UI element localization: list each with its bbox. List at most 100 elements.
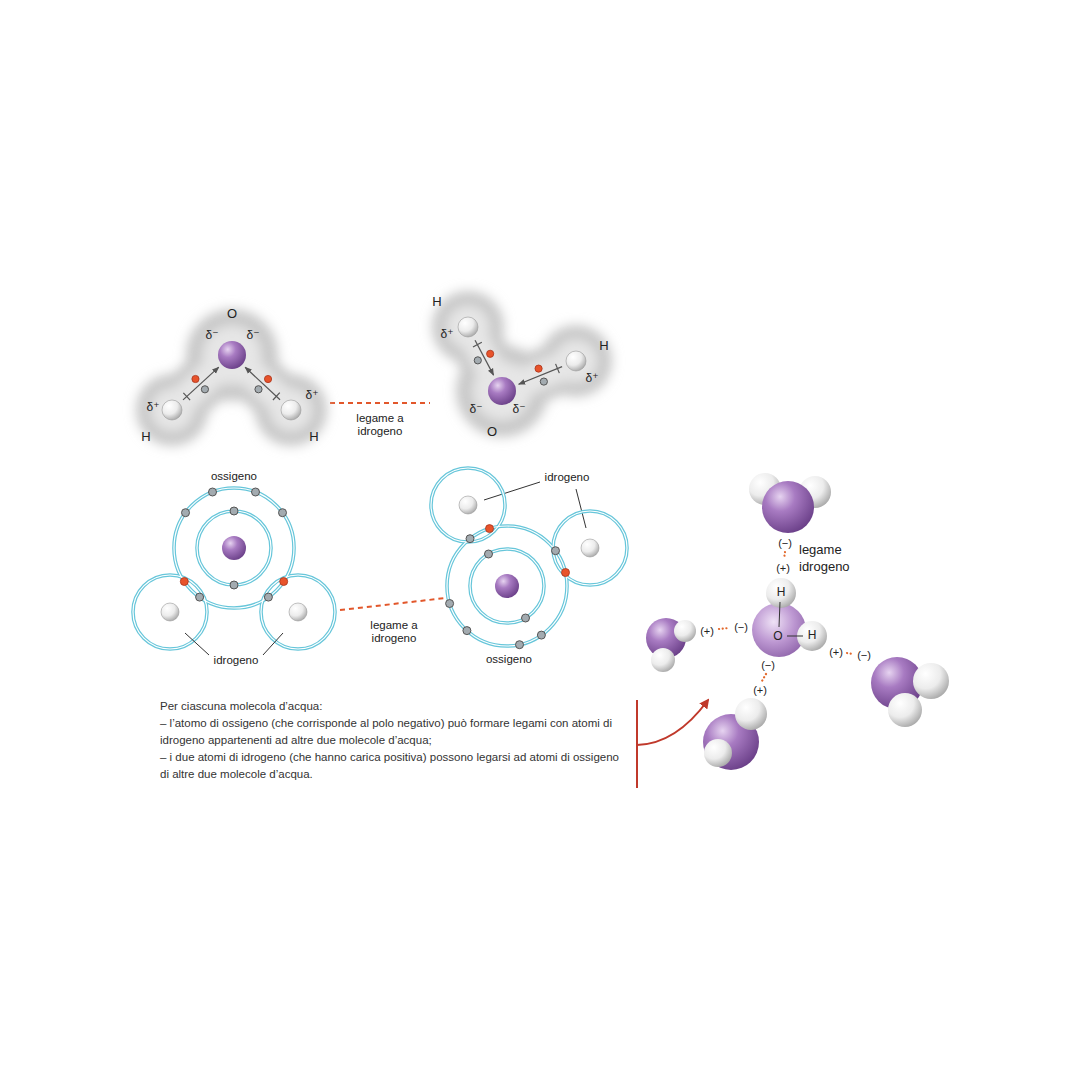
- shared-electron: [535, 365, 542, 372]
- hydrogen-bond-line: [340, 598, 446, 610]
- bohr-model-water-right-part: [552, 547, 560, 555]
- bohr-model-water-left-part: [182, 509, 190, 517]
- bohr-model-water-left-part: [174, 488, 294, 608]
- water-cluster-part: [847, 653, 853, 654]
- shared-electron: [487, 350, 494, 357]
- water-cluster-part: [752, 603, 806, 657]
- electron-cloud: [446, 305, 598, 421]
- partial-charge-label: δ⁻: [246, 329, 259, 343]
- shared-electron: [264, 375, 271, 382]
- bohr-model-water-left-part: [289, 603, 307, 621]
- molecule-cloud: [430, 280, 634, 452]
- atom-label: H: [599, 339, 608, 354]
- molecule-drawing: [432, 291, 612, 437]
- water-cluster-part: [762, 481, 814, 533]
- bohr-model-water-right-part: [581, 539, 599, 557]
- charge-label: (+): [776, 562, 790, 575]
- leader-line: [185, 482, 586, 655]
- hydrogen-atom: [162, 400, 182, 420]
- oxygen-atom: [488, 377, 516, 405]
- shared-electron: [474, 357, 481, 364]
- note-text: – i due atomi di idrogeno (che hanno car…: [160, 749, 625, 783]
- bracket-arrow-part: [637, 700, 708, 745]
- shared-electron: [540, 378, 547, 385]
- bohr-model-water-right-part: [562, 569, 570, 577]
- bohr-model-water-left-part: [174, 488, 294, 608]
- charge-label: (+): [700, 625, 714, 638]
- partial-charge-label: δ⁻: [205, 329, 218, 343]
- shared-electron: [192, 375, 199, 382]
- bohr-model-water-left-part: [133, 575, 207, 649]
- bohr-model-water-right-part: [447, 526, 567, 646]
- water-cluster-part: [704, 739, 732, 767]
- part-label: ossigeno: [211, 470, 257, 483]
- electron-cloud: [446, 305, 490, 349]
- electron-cloud: [150, 325, 313, 432]
- bohr-model-water-left-part: [197, 511, 271, 585]
- water-cluster-part: [779, 602, 780, 627]
- hydrogen-atom: [458, 317, 478, 337]
- atom-label: O: [227, 307, 237, 322]
- bohr-model-water-right-part: [466, 535, 474, 543]
- charge-label: (+): [753, 684, 767, 697]
- bohr-model-water-right-part: [516, 641, 524, 649]
- hydrogen-atom: [281, 400, 301, 420]
- polarity-arrow: [475, 340, 494, 375]
- bohr-model-water-right-part: [553, 511, 627, 585]
- bohr-model-water-right-part: [447, 526, 567, 646]
- bohr-model-water-left-part: [280, 578, 288, 586]
- water-cluster-part: [766, 578, 796, 608]
- bohr-model-water-left: [133, 488, 335, 649]
- bohr-model-water-right-part: [537, 631, 545, 639]
- water-cluster-part: [762, 674, 766, 681]
- water-molecule-shape: Oδ⁻δ⁻δ⁺Hδ⁺H: [128, 290, 330, 456]
- water-cluster: [646, 473, 949, 770]
- molecule-drawing: [136, 309, 327, 446]
- bohr-model-water-left-part: [264, 593, 272, 601]
- bohr-model-water-right-part: [470, 549, 544, 623]
- bohr-model-water-right-part: [486, 525, 494, 533]
- water-cluster-part: [651, 648, 675, 672]
- bohr-model-water-left-part: [209, 488, 217, 496]
- electron-cloud: [136, 309, 327, 446]
- bohr-model-water-right-part: [463, 627, 471, 635]
- bohr-model-water-left-part: [196, 593, 204, 601]
- bohr-model-water-left-part: [230, 507, 238, 515]
- charge-label: (−): [734, 621, 748, 634]
- bracket-arrow: [637, 700, 708, 788]
- water-cluster-part: [787, 636, 803, 637]
- bohr-model-water-left-part: [133, 575, 207, 649]
- shared-electron: [255, 386, 262, 393]
- atom-label: H: [309, 430, 318, 445]
- atom-label: H: [808, 629, 817, 643]
- partial-charge-label: δ⁺: [585, 372, 598, 386]
- bohr-model-water-left-part: [180, 578, 188, 586]
- charge-label: (−): [761, 659, 775, 672]
- bohr-model-water-right-part: [522, 614, 530, 622]
- partial-charge-label: δ⁺: [146, 401, 159, 415]
- partial-charge-label: δ⁺: [305, 389, 318, 403]
- bohr-model-water-right-part: [553, 511, 627, 585]
- bohr-model-water-right-part: [495, 574, 519, 598]
- leader-line-part: [185, 633, 209, 655]
- bohr-model-water-left-part: [222, 536, 246, 560]
- bond-label: legame a idrogeno: [362, 619, 426, 645]
- bohr-model-water-left-part: [261, 575, 335, 649]
- polarity-arrow: [183, 367, 219, 400]
- bohr-model-water-right-part: [431, 468, 505, 542]
- bohr-model-water-left-part: [161, 603, 179, 621]
- water-cluster-part: [888, 693, 922, 727]
- bohr-model-water-right: [431, 468, 627, 649]
- atom-label: O: [487, 425, 497, 440]
- charge-label: (−): [778, 537, 792, 550]
- leader-line-part: [263, 633, 283, 655]
- polarity-arrow-tick: [183, 393, 190, 400]
- bohr-model-water-left-part: [279, 509, 287, 517]
- part-label: ossigeno: [486, 653, 532, 666]
- bohr-model-water-left-part: [252, 488, 260, 496]
- bohr-model-water-right-part: [446, 600, 454, 608]
- charge-label: (−): [857, 649, 871, 662]
